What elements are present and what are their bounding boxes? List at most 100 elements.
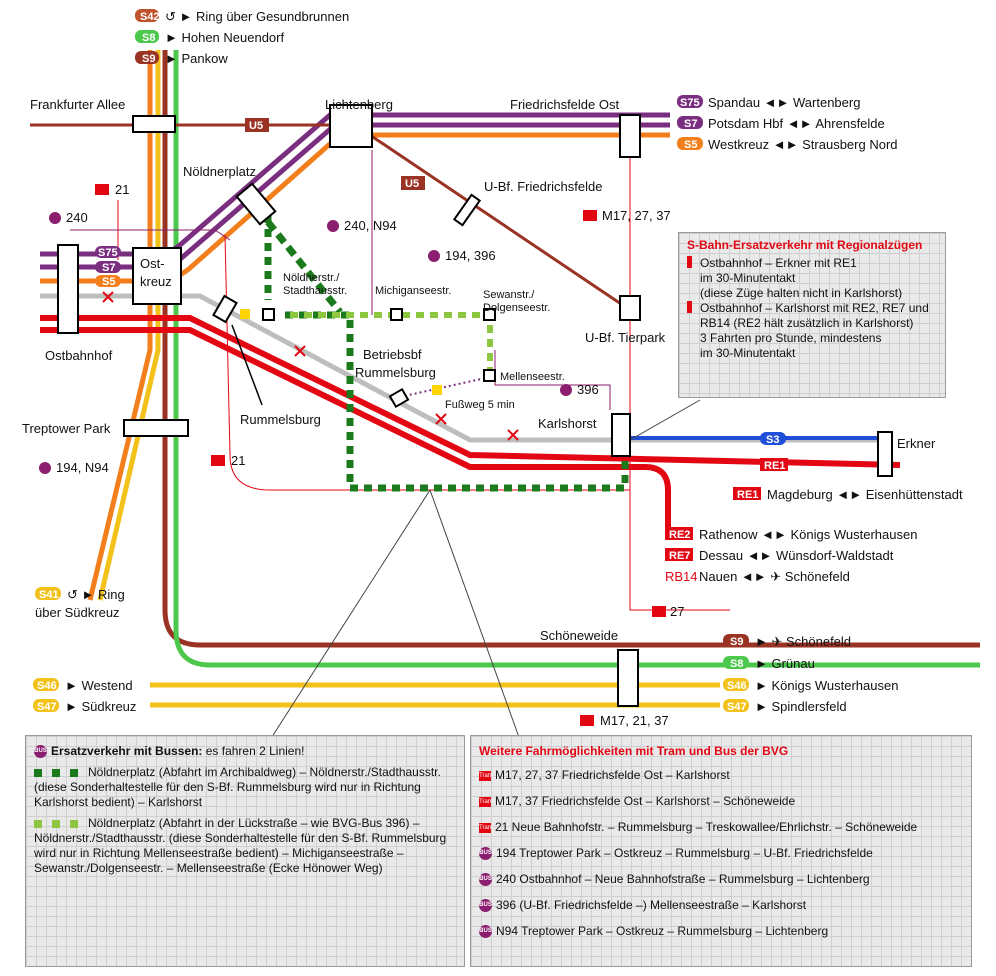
label-sewanstr: Sewanstr./ Dolgenseestr. (483, 289, 550, 314)
station-ostkreuz-a[interactable] (57, 244, 79, 334)
dark-square-3 (70, 768, 78, 777)
bvg-list-item-text: M17, 37 Friedrichsfelde Ost – Karlshorst… (495, 794, 796, 808)
label-tierpark: U-Bf. Tierpark (585, 330, 666, 345)
regional-lines: RE1 Magdeburg ◄► Eisenhüttenstadt RE2 Ra… (665, 487, 963, 584)
label-ostkreuz: Ost- kreuz (140, 256, 172, 289)
badge-s3-text: S3 (766, 434, 779, 446)
footpath (399, 376, 491, 398)
item1-line1: Ostbahnhof – Erkner mit RE1 (700, 256, 857, 270)
station-tierpark[interactable] (619, 295, 641, 321)
station-lichtenberg[interactable] (329, 104, 373, 148)
station-ostkreuz-b[interactable] (132, 247, 182, 305)
header-lines: S42 ↺ ► Ring über Gesundbrunnen S8 ► Hoh… (135, 9, 349, 66)
left-bottom-lines: S46 ► Westend S47 ► Südkreuz (33, 678, 136, 714)
item2-line4: im 30-Minutentakt (700, 346, 796, 360)
tram-21-top: 21 (115, 182, 129, 197)
station-treptower-park[interactable] (123, 419, 189, 437)
badge-s5-ok (95, 275, 121, 287)
tram-icon: Tram (479, 822, 493, 833)
station-karlshorst[interactable] (611, 413, 631, 457)
walk-icon-1 (240, 309, 250, 319)
station-erkner[interactable] (877, 431, 893, 477)
badge-re7-text: RE7 (669, 550, 690, 562)
stop-michiganseestr[interactable] (390, 308, 403, 321)
station-rummelsburg[interactable] (212, 294, 238, 324)
badge-s47-b-text: S47 (727, 701, 747, 713)
station-noeldnerplatz[interactable] (235, 182, 277, 226)
bvg-list-item-text: M17, 27, 37 Friedrichsfelde Ost – Karlsh… (495, 768, 730, 782)
badge-s42 (135, 9, 159, 22)
badge-s9-b (723, 634, 749, 647)
bus-light-route: Nöldnerplatz (Abfahrt in der Lückstraße … (34, 816, 456, 876)
label-erkner: Erkner (897, 436, 936, 451)
badge-s46-b-text: S46 (727, 680, 747, 692)
stop-mellenseestr[interactable] (483, 369, 496, 382)
bus-icon-194-n94 (39, 462, 51, 474)
line-re2 (40, 327, 671, 530)
station-frankfurter-allee[interactable] (132, 115, 176, 133)
station-friedrichsfelde-ost[interactable] (619, 114, 641, 158)
bus-light-text: Nöldnerplatz (Abfahrt in der Lückstraße … (34, 816, 447, 875)
header-s42-text: ↺ ► Ring über Gesundbrunnen (165, 9, 349, 24)
label-ostkreuz-2: kreuz (140, 274, 172, 289)
badge-re2-text: RE2 (669, 529, 690, 541)
label-sewanstr-1: Sewanstr./ (483, 289, 535, 301)
badge-u5-b (401, 176, 425, 190)
badge-u5-a-text: U5 (249, 120, 263, 132)
s41-text-2: über Südkreuz (35, 605, 120, 620)
bvg-panel: Weitere Fahrmöglichkeiten mit Tram und B… (470, 735, 972, 967)
walk-icon-2 (432, 385, 442, 395)
label-betriebsbf-1: Betriebsbf (363, 347, 422, 362)
badge-s5-text: S5 (684, 139, 697, 151)
badge-s3 (760, 432, 786, 445)
bvg-panel-title: Weitere Fahrmöglichkeiten mit Tram und B… (479, 744, 789, 758)
line-s41 (87, 50, 153, 601)
label-lichtenberg: Lichtenberg (325, 97, 393, 112)
badge-s8-b (723, 656, 749, 669)
re2-text: Rathenow ◄► Königs Wusterhausen (699, 527, 917, 542)
badge-u5-b-text: U5 (405, 178, 419, 190)
badge-s8-text: S8 (142, 32, 155, 44)
station-schoeneweide[interactable] (617, 649, 639, 707)
badge-s7-text: S7 (684, 118, 697, 130)
badge-s5-ok-text: S5 (102, 276, 115, 288)
badge-s75-ok (95, 246, 121, 258)
stop-noeldnerstr[interactable] (262, 308, 275, 321)
bullet-1 (687, 256, 692, 268)
label-schoeneweide: Schöneweide (540, 628, 618, 643)
light-square-3 (70, 819, 78, 828)
badge-re2 (665, 527, 693, 540)
badge-s7 (677, 116, 703, 129)
stop-sewanstr[interactable] (483, 308, 496, 321)
badge-re7 (665, 548, 693, 561)
line-bus-240 (70, 150, 373, 315)
bus-icon: BUS (479, 873, 492, 887)
header-s9-text: ► Pankow (165, 51, 228, 66)
re1-text: Magdeburg ◄► Eisenhüttenstadt (767, 487, 963, 502)
bus-396: 396 (577, 382, 599, 397)
header-s8-text: ► Hohen Neuendorf (165, 30, 284, 45)
line-bus-396 (494, 350, 611, 410)
s5-text: Westkreuz ◄► Strausberg Nord (708, 137, 898, 152)
tram-icon-21-bottom (211, 455, 225, 466)
tram-icon-21-top (95, 184, 109, 195)
station-ubf-friedrichsfelde[interactable] (452, 193, 482, 227)
bus-icon: BUS (34, 745, 47, 759)
label-friedrichsfelde-ost: Friedrichsfelde Ost (510, 97, 619, 112)
badge-s46-l (33, 678, 59, 691)
bus-icon-240 (49, 212, 61, 224)
rb14-text: Nauen ◄► ✈ Schönefeld (699, 569, 850, 584)
label-rummelsburg: Rummelsburg (240, 412, 321, 427)
s9-b-text: ► ✈ Schönefeld (755, 634, 851, 649)
badge-s75-text: S75 (680, 97, 700, 109)
item2-line3: 3 Fahrten pro Stunde, mindestens (700, 331, 882, 345)
closure-marks (102, 291, 519, 441)
label-ostbahnhof: Ostbahnhof (45, 348, 113, 363)
station-betriebsbf[interactable] (388, 387, 410, 409)
label-betriebsbf: Betriebsbf Rummelsburg (355, 347, 436, 380)
